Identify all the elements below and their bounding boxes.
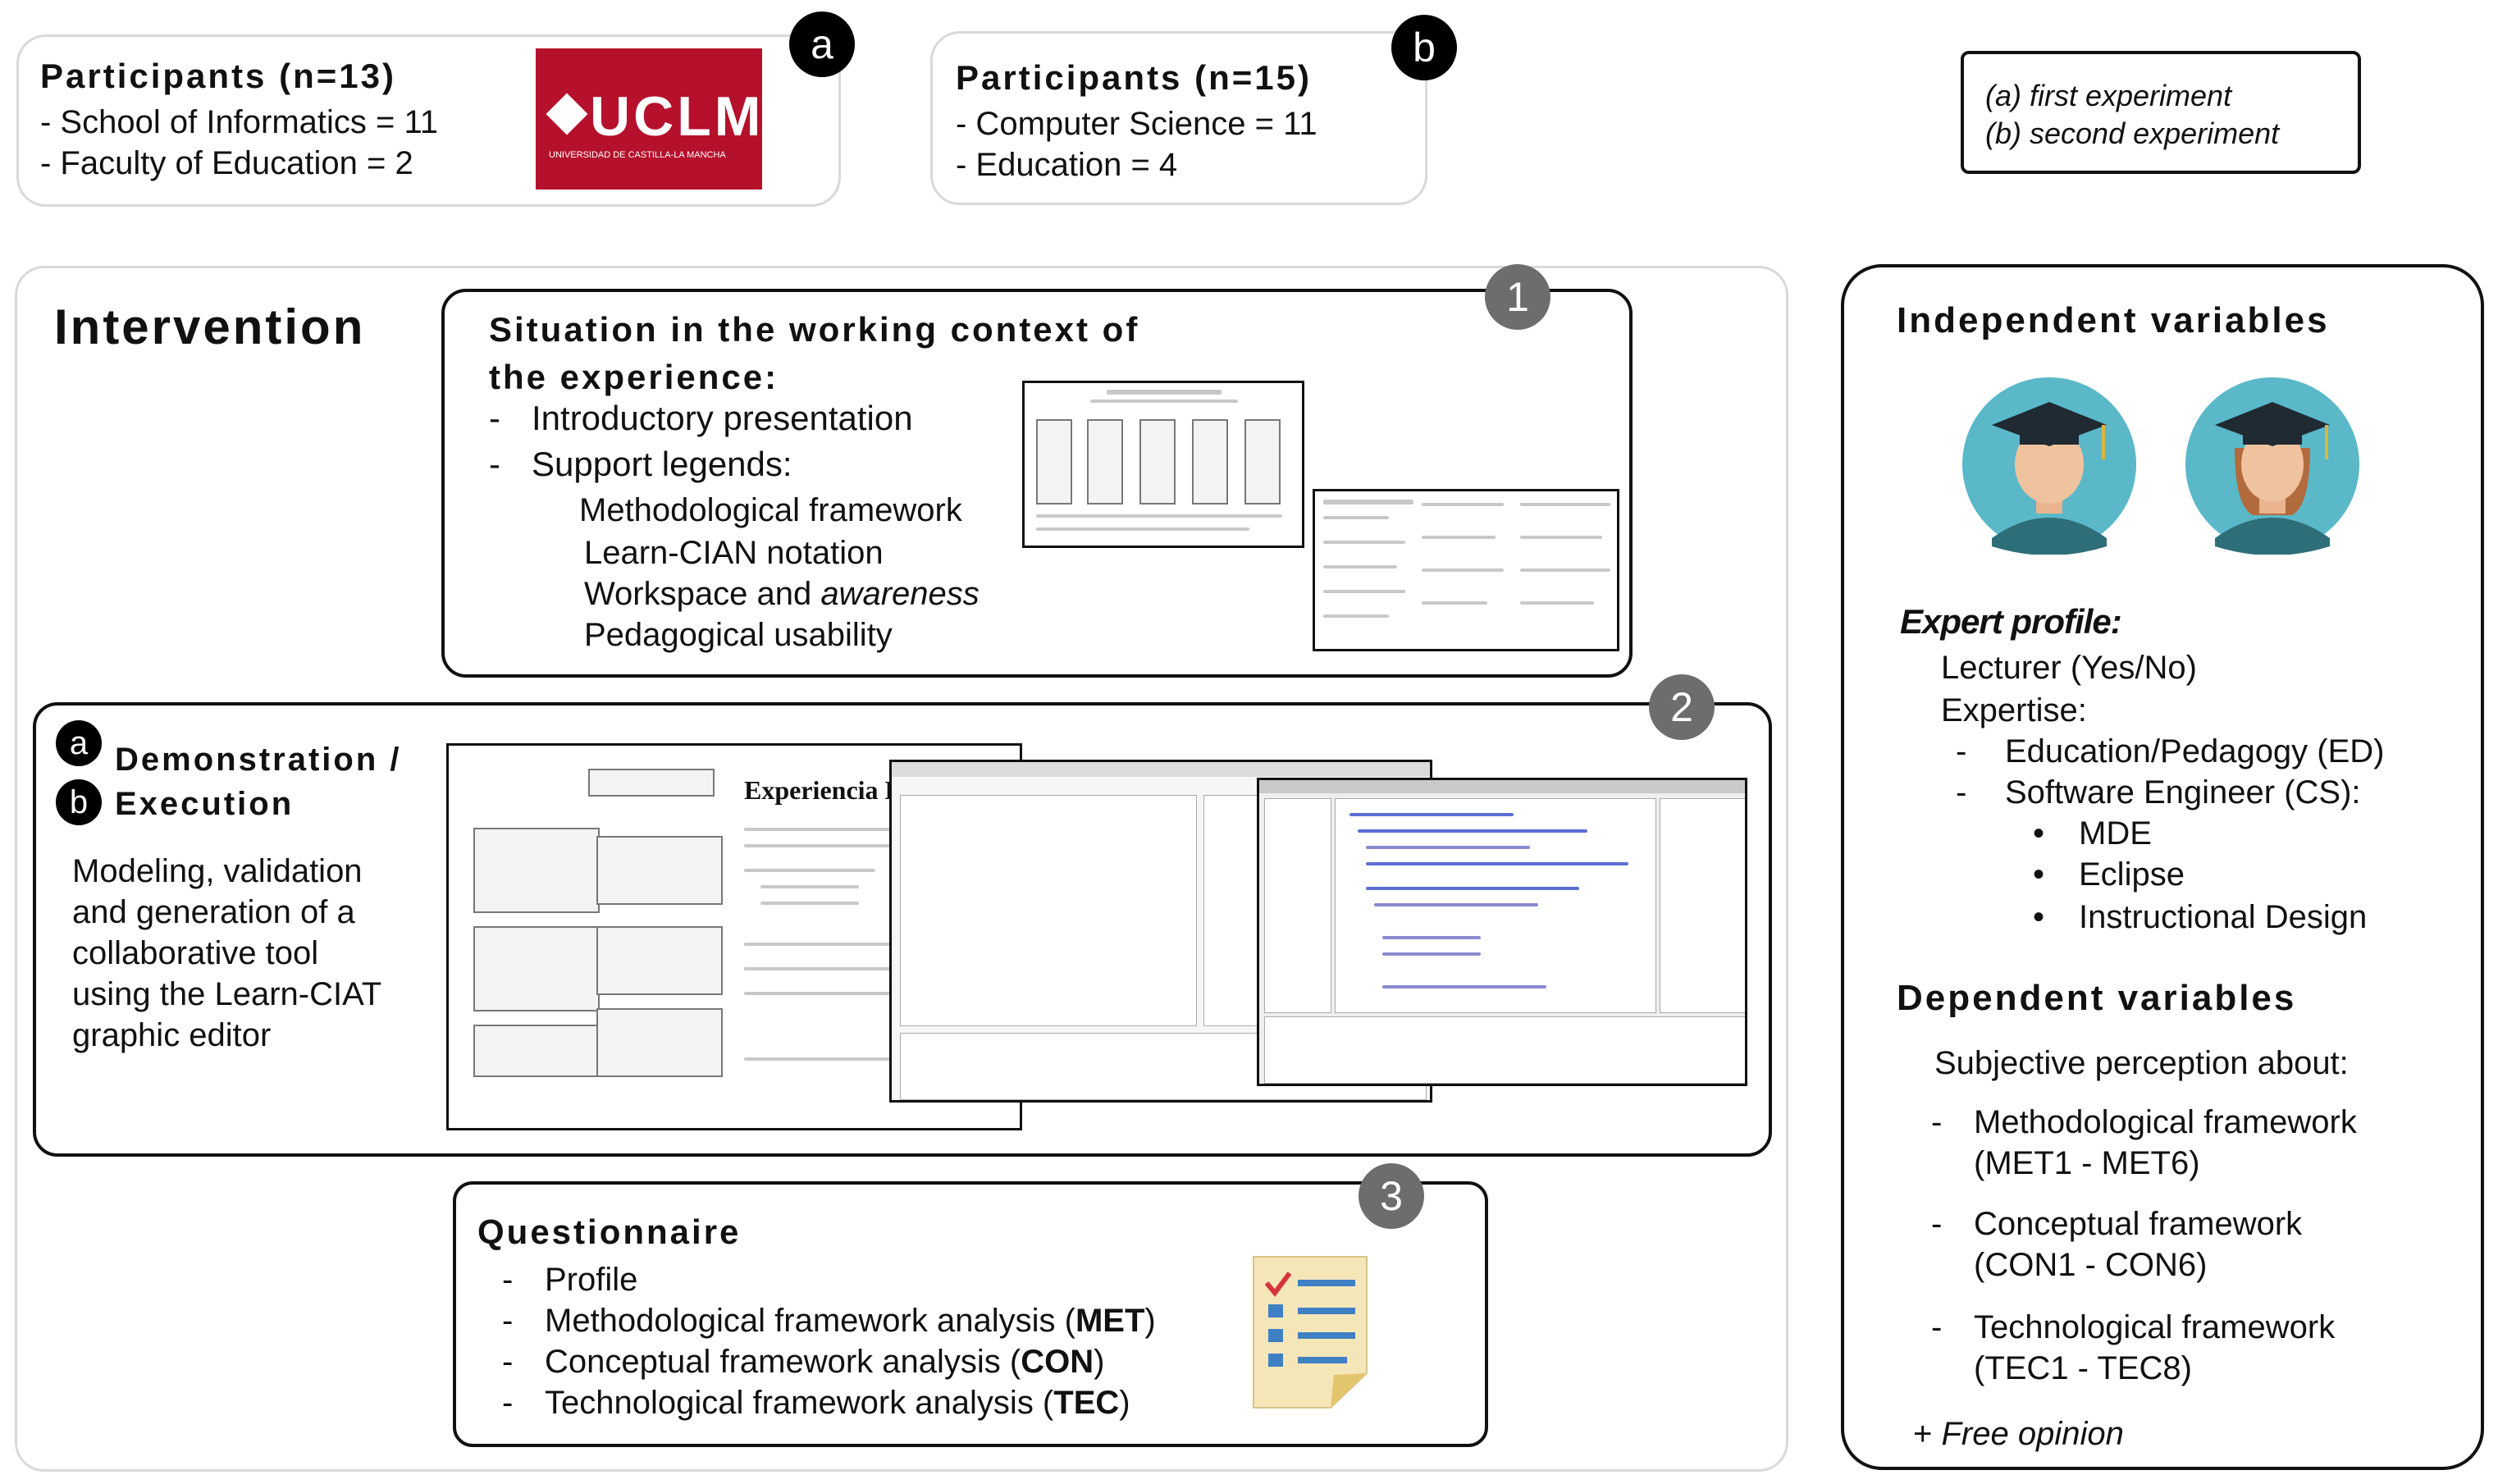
experiment-legend: (a) first experiment (b) second experime… — [1961, 51, 2361, 174]
questionnaire-item-met: -Methodological framework analysis (MET) — [502, 1303, 1156, 1339]
legend-usability: Pedagogical usability — [584, 617, 893, 653]
demonstration-description: Modeling, validation — [72, 853, 363, 889]
step-2-badge: 2 — [1649, 674, 1715, 740]
subjective-perception-label: Subjective perception about: — [1934, 1045, 2349, 1081]
dependent-met: -Methodological framework — [1931, 1104, 2357, 1140]
participants-a-panel: Participants (n=13) - School of Informat… — [16, 34, 841, 207]
uclm-logo-subtext: UNIVERSIDAD DE CASTILLA-LA MANCHA — [549, 150, 726, 160]
questionnaire-item-tec: -Technological framework analysis (TEC) — [502, 1385, 1130, 1421]
expertise-label: Expertise: — [1941, 692, 2087, 728]
legend-notation: Learn-CIAN notation — [584, 535, 884, 571]
badge-b: b — [56, 779, 102, 825]
participants-a-item: - Faculty of Education = 2 — [40, 145, 413, 181]
dependent-con-range: (CON1 - CON6) — [1974, 1247, 2208, 1283]
participants-b-panel: Participants (n=15) - Computer Science =… — [930, 31, 1427, 205]
questionnaire-item-profile: -Profile — [502, 1262, 638, 1298]
expertise-software: -Software Engineer (CS): — [1956, 774, 2361, 810]
legend-methodological: Methodological framework — [579, 492, 962, 528]
variables-panel: Independent variables Expert profile: Le… — [1841, 264, 2484, 1470]
execution-title: Execution — [115, 786, 295, 822]
legend-second-experiment: (b) second experiment — [1985, 116, 2280, 150]
badge-a: a — [789, 11, 855, 77]
intervention-title: Intervention — [54, 299, 366, 354]
male-graduate-avatar — [1962, 377, 2136, 555]
eclipse-code-screenshot — [1257, 778, 1747, 1086]
badge-a: a — [56, 720, 102, 766]
dependent-met-range: (MET1 - MET6) — [1974, 1145, 2200, 1181]
demonstration-description: graphic editor — [72, 1017, 272, 1053]
questionnaire-title: Questionnaire — [477, 1212, 742, 1251]
expertise-mde: •MDE — [2033, 815, 2152, 852]
questionnaire-item-con: -Conceptual framework analysis (CON) — [502, 1344, 1105, 1380]
expertise-instructional-design: •Instructional Design — [2033, 899, 2368, 935]
situation-item-presentation: -Introductory presentation — [489, 399, 913, 437]
step-1-badge: 1 — [1485, 264, 1550, 330]
legend-workspace: Workspace and awareness — [584, 576, 980, 612]
participants-a-title: Participants (n=13) — [40, 57, 396, 95]
dependent-tec: -Technological framework — [1931, 1309, 2336, 1345]
situation-item-legends: -Support legends: — [489, 445, 792, 483]
dependent-variables-title: Dependent variables — [1897, 978, 2297, 1018]
dependent-con: -Conceptual framework — [1931, 1206, 2303, 1242]
uclm-logo: UCLM UNIVERSIDAD DE CASTILLA-LA MANCHA — [536, 48, 762, 189]
independent-variables-title: Independent variables — [1897, 300, 2330, 340]
screenshot-heading: Experiencia Le — [744, 775, 915, 805]
questionnaire-panel: Questionnaire -Profile -Methodological f… — [453, 1181, 1488, 1447]
expertise-education: -Education/Pedagogy (ED) — [1956, 733, 2385, 769]
demonstration-panel: Demonstration / Execution Modeling, vali… — [33, 702, 1772, 1157]
step-3-badge: 3 — [1359, 1163, 1424, 1229]
situation-title-cont: the experience: — [489, 358, 779, 396]
checklist-icon — [1253, 1256, 1368, 1409]
situation-panel: Situation in the working context of the … — [441, 289, 1633, 678]
dependent-tec-range: (TEC1 - TEC8) — [1974, 1350, 2192, 1386]
demonstration-description: collaborative tool — [72, 935, 319, 971]
participants-b-item: - Education = 4 — [956, 147, 1178, 183]
notation-legend-thumbnail — [1313, 489, 1619, 651]
methodological-framework-thumbnail — [1022, 381, 1304, 548]
female-graduate-avatar — [2185, 377, 2359, 555]
expertise-eclipse: •Eclipse — [2033, 856, 2185, 893]
participants-b-item: - Computer Science = 11 — [956, 106, 1318, 142]
badge-b: b — [1391, 15, 1457, 80]
demonstration-title: Demonstration / — [115, 742, 402, 778]
demonstration-description: using the Learn-CIAT — [72, 976, 382, 1012]
uclm-emblem-icon — [546, 93, 588, 135]
legend-first-experiment: (a) first experiment — [1985, 79, 2232, 112]
free-opinion: + Free opinion — [1913, 1416, 2124, 1452]
demonstration-description: and generation of a — [72, 894, 355, 930]
situation-title: Situation in the working context of — [489, 310, 1140, 349]
participants-b-title: Participants (n=15) — [956, 58, 1312, 97]
participants-a-item: - School of Informatics = 11 — [40, 104, 439, 140]
uclm-logo-text: UCLM — [590, 85, 765, 148]
lecturer-variable: Lecturer (Yes/No) — [1941, 650, 2197, 686]
expert-profile-label: Expert profile: — [1900, 602, 2122, 641]
